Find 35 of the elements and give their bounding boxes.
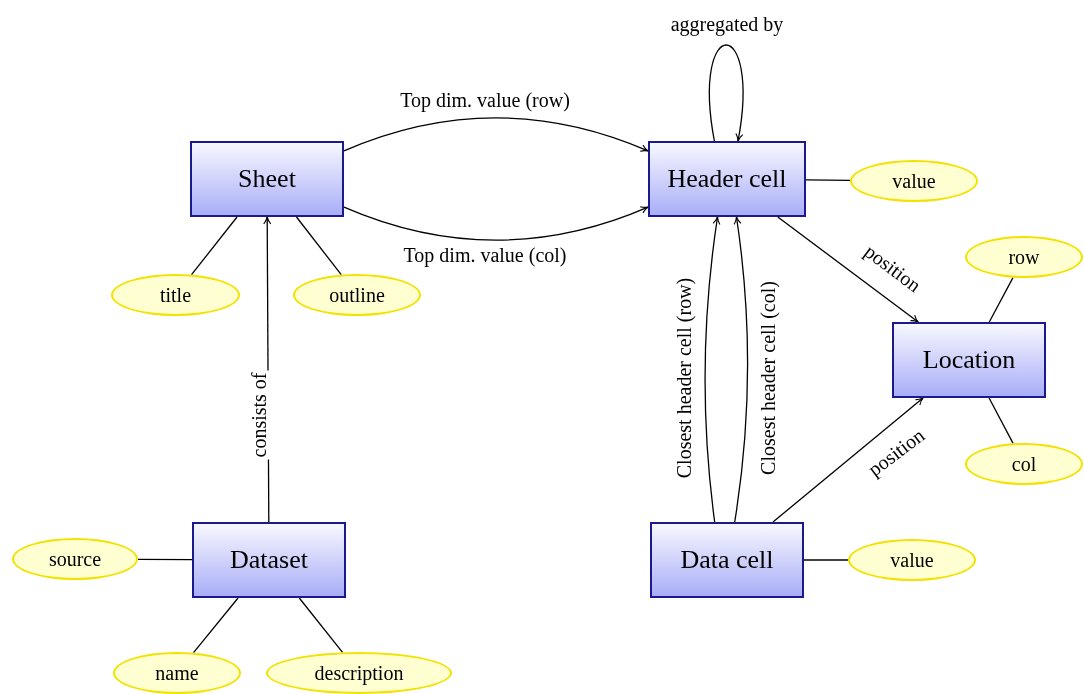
connector-line xyxy=(298,597,344,653)
node-label: name xyxy=(155,661,199,685)
node-label: source xyxy=(48,547,102,571)
node-label: description xyxy=(314,661,404,685)
entity-box xyxy=(648,141,806,217)
connector-line xyxy=(137,558,193,561)
node-label: Header cell xyxy=(667,164,787,194)
node-label: Dataset xyxy=(230,545,308,575)
connector-line xyxy=(805,179,851,181)
node-label: value xyxy=(892,169,936,193)
edge-label: Top dim. value (row) xyxy=(398,89,572,111)
node-label: outline xyxy=(329,283,385,307)
connector-line xyxy=(295,216,342,276)
node-label: Sheet xyxy=(238,164,296,194)
connector-line xyxy=(988,277,1014,323)
attribute-ellipse xyxy=(965,236,1083,278)
edge-label: consists of xyxy=(248,370,270,460)
entity-box xyxy=(650,522,804,598)
connector-line xyxy=(192,597,239,654)
node-label: Data cell xyxy=(680,545,774,575)
node-label: Location xyxy=(922,345,1016,375)
connector-line xyxy=(190,216,238,276)
connector-line xyxy=(803,559,849,561)
entity-box xyxy=(190,141,344,217)
node-label: col xyxy=(1011,452,1037,476)
connector-line xyxy=(988,397,1014,444)
entity-box xyxy=(892,322,1046,398)
edge-label: Closest header cell (row) xyxy=(673,275,695,481)
node-label: title xyxy=(159,283,192,307)
edge-label: Top dim. value (col) xyxy=(401,244,569,266)
node-label: row xyxy=(1008,245,1040,269)
entity-box xyxy=(192,522,346,598)
node-label: value xyxy=(890,548,934,572)
attribute-ellipse xyxy=(965,443,1083,485)
edge-label: Closest header cell (col) xyxy=(757,279,779,477)
